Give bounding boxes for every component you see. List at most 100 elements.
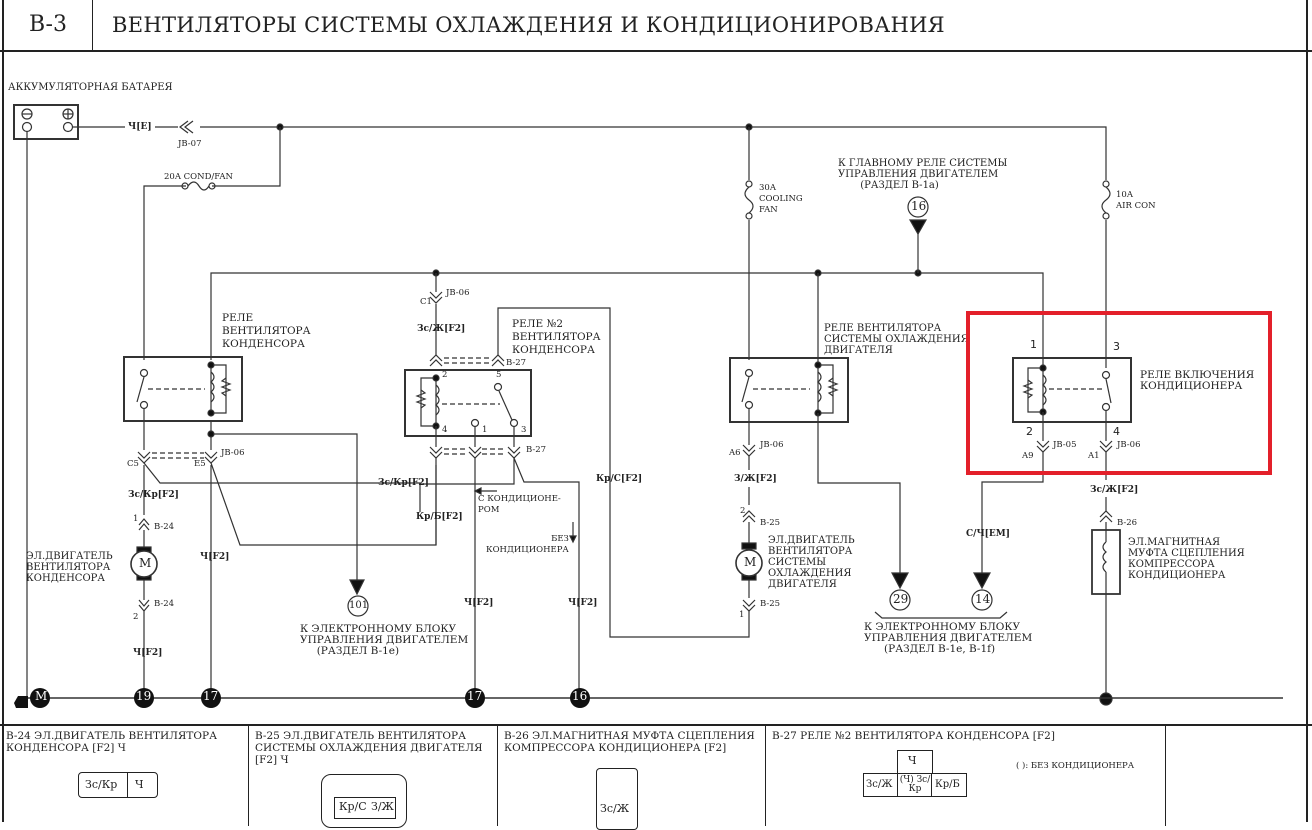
pin-label: Ч: [135, 778, 144, 791]
legend-b25: B-25 ЭЛ.ДВИГАТЕЛЬ ВЕНТИЛЯТОРА СИСТЕМЫ ОХ…: [249, 726, 498, 828]
connector-label: B-27: [526, 445, 547, 455]
relay2-icon: [404, 369, 532, 437]
pin-label: Кр/С: [339, 800, 367, 813]
ref-16-label: 16: [911, 199, 927, 213]
connector-label: B-27: [506, 358, 527, 368]
wire-label: Ч[E]: [128, 122, 152, 132]
page-title: ВЕНТИЛЯТОРЫ СИСТЕМЫ ОХЛАЖДЕНИЯ И КОНДИЦИ…: [112, 13, 945, 37]
ground-m-icon: [30, 688, 50, 708]
legend-title: B-24 ЭЛ.ДВИГАТЕЛЬ ВЕНТИЛЯТОРА КОНДЕНСОРА…: [6, 730, 218, 754]
legend-b27: B-27 РЕЛЕ №2 ВЕНТИЛЯТОРА КОНДЕНСОРА [F2]…: [766, 726, 1166, 826]
connector-b26-icon: Зс/Ж: [596, 768, 638, 830]
wire-label: Кр/С[F2]: [596, 474, 643, 484]
ac-relay-icon: [1012, 357, 1132, 423]
connector-b27-pin1: Ч: [897, 750, 933, 774]
wiring-diagram: [13, 104, 1283, 708]
connector-b27-pin2: Зс/Ж: [863, 773, 899, 797]
wire-label: Кр/Б[F2]: [416, 512, 463, 522]
page-header: B-3 ВЕНТИЛЯТОРЫ СИСТЕМЫ ОХЛАЖДЕНИЯ И КОН…: [0, 0, 1312, 52]
fuse-label: 20A COND/FAN: [164, 172, 233, 182]
arrow-main-relay-icon: [908, 219, 928, 236]
connector-label: C1: [420, 297, 432, 307]
pin-label: 2: [1026, 425, 1033, 438]
ref-16-icon: [907, 196, 929, 218]
cooling-relay-icon: [729, 357, 849, 423]
connector-label: JB-06: [221, 448, 245, 458]
connector-label: A1: [1088, 451, 1100, 461]
legend-title: B-26 ЭЛ.МАГНИТНАЯ МУФТА СЦЕПЛЕНИЯ КОМПРЕ…: [504, 730, 755, 754]
wire-label: Зс/Кр[F2]: [128, 490, 179, 500]
connector-label: JB-07: [178, 139, 202, 149]
connector-label: B-24: [154, 599, 175, 609]
ground-19-icon: [134, 688, 154, 708]
motor-symbol: M: [139, 556, 152, 570]
pin-label: З/Ж: [371, 800, 394, 813]
condenser-motor-icon: [130, 550, 158, 578]
wire-label: Ч[F2]: [568, 598, 598, 608]
connector-jb07-icon: [179, 120, 194, 134]
connector-label: C5: [127, 459, 139, 469]
connector-label: JB-06: [1117, 440, 1141, 450]
legend-title: B-27 РЕЛЕ №2 ВЕНТИЛЯТОРА КОНДЕНСОРА [F2]: [772, 730, 1055, 742]
pin-label: 1: [1030, 338, 1037, 351]
pin-label: 1: [482, 425, 488, 435]
wire-battery-positive: [72, 126, 1107, 180]
legend-title: B-25 ЭЛ.ДВИГАТЕЛЬ ВЕНТИЛЯТОРА СИСТЕМЫ ОХ…: [255, 730, 483, 766]
connector-label: B-25: [760, 518, 781, 528]
fuse-10a-icon: [1101, 180, 1111, 220]
ground-label: 19: [136, 689, 152, 703]
ground-label: 17: [203, 689, 219, 703]
pin-label: Кр/Б: [935, 779, 960, 790]
ground-16-icon: [570, 688, 590, 708]
pin-label: 2: [740, 506, 746, 516]
connector-label: E5: [194, 459, 206, 469]
pin-label: Зс/Ж: [600, 802, 630, 815]
ground-label: 16: [572, 689, 588, 703]
ref-101-icon: [347, 595, 369, 617]
connector-legend: B-24 ЭЛ.ДВИГАТЕЛЬ ВЕНТИЛЯТОРА КОНДЕНСОРА…: [0, 724, 1312, 830]
wire-label: Зс/Ж[F2]: [417, 324, 466, 334]
pin-label: 1: [133, 514, 139, 524]
wire-label: З/Ж[F2]: [734, 474, 777, 484]
wire-label: Ч[F2]: [200, 552, 230, 562]
connector-b24-icon: Зс/Кр Ч: [78, 772, 158, 798]
wire-20a-fuse: [143, 127, 281, 360]
cooling-motor-icon: [735, 549, 763, 577]
wire-label: Зс/Кр[F2]: [378, 478, 429, 488]
pin-label: 3: [1113, 340, 1120, 353]
connector-label: B-25: [760, 599, 781, 609]
pin-label: 5: [496, 370, 502, 380]
connector-b27-pin4: Кр/Б: [931, 773, 967, 797]
connector-label: A9: [1022, 451, 1034, 461]
ref-29-icon: [889, 589, 911, 611]
ref-14-icon: [971, 589, 993, 611]
ground-label: M: [35, 689, 48, 703]
wire-label: Ч[F2]: [133, 648, 163, 658]
connector-b25-icon: Кр/С З/Ж: [321, 774, 407, 828]
pin-label: 1: [739, 610, 745, 620]
pin-label: 3: [521, 425, 527, 435]
pin-label: 4: [1113, 425, 1120, 438]
ac-relay-highlight: [966, 311, 1272, 475]
connector-label: B-24: [154, 522, 175, 532]
ref-14-label: 14: [975, 592, 991, 606]
legend-note: ( ): БЕЗ КОНДИЦИОНЕРА: [1016, 761, 1135, 771]
legend-b26: B-26 ЭЛ.МАГНИТНАЯ МУФТА СЦЕПЛЕНИЯ КОМПРЕ…: [498, 726, 766, 830]
pin-label: (Ч) Зс/Кр: [899, 775, 931, 794]
ground-label: 17: [467, 689, 483, 703]
ref-101-label: 101: [349, 600, 369, 611]
pin-label: 2: [442, 370, 448, 380]
legend-b24: B-24 ЭЛ.ДВИГАТЕЛЬ ВЕНТИЛЯТОРА КОНДЕНСОРА…: [0, 726, 249, 826]
condenser-relay-icon: [123, 356, 243, 422]
ground-17b-icon: [465, 688, 485, 708]
